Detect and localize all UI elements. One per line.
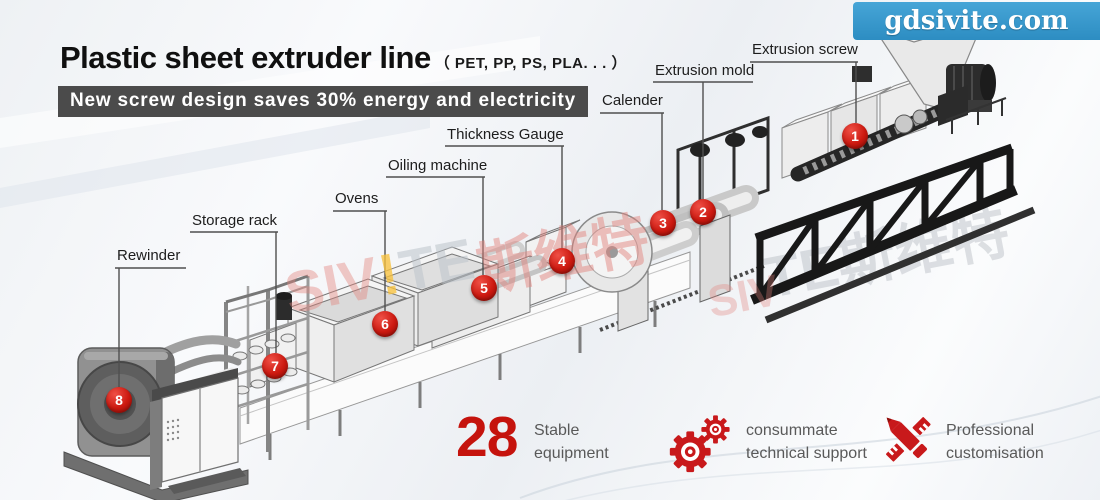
railing [945, 97, 1007, 134]
leader-lines [115, 61, 858, 387]
conveyor-base [239, 251, 765, 460]
bg-streak [0, 108, 430, 208]
marker-storage-rack: 7 [262, 353, 288, 379]
marker-extrusion-screw: 1 [842, 123, 868, 149]
swoosh-line [519, 395, 1100, 499]
page-title: Plastic sheet extruder line [60, 40, 431, 75]
marker-extrusion-mold: 2 [690, 199, 716, 225]
marker-thickness-gauge: 4 [549, 248, 575, 274]
rewinder-cabinet [150, 368, 246, 494]
label-calender: Calender [602, 92, 663, 109]
extrusion-screw-barrel [790, 85, 968, 182]
label-extrusion-screw: Extrusion screw [752, 41, 858, 58]
header: Plastic sheet extruder line（ PET, PP, PS… [60, 40, 627, 76]
label-ovens: Ovens [335, 190, 379, 207]
tagline-banner: New screw design saves 30% energy and el… [58, 86, 588, 117]
rewinder-machine [63, 335, 249, 500]
label-rewinder: Rewinder [117, 247, 181, 264]
marker-rewinder: 8 [106, 387, 132, 413]
marker-oiling-machine: 5 [471, 275, 497, 301]
swoosh-line [565, 429, 1100, 500]
extruder-machine [750, 5, 1036, 324]
site-banner[interactable]: gdsivite.com [853, 2, 1100, 40]
site-url: gdsivite.com [884, 6, 1069, 36]
rack-rollers [232, 333, 298, 395]
extruder-frame [750, 143, 1036, 324]
marker-ovens: 6 [372, 311, 398, 337]
label-storage-rack: Storage rack [192, 212, 278, 229]
materials-list: （ PET, PP, PS, PLA. . . ） [434, 55, 627, 72]
label-extrusion-mold: Extrusion mold [655, 62, 755, 79]
label-oiling-machine: Oiling machine [388, 157, 488, 174]
label-thickness-gauge: Thickness Gauge [447, 126, 564, 143]
marker-calender: 3 [650, 210, 676, 236]
vent-grid [166, 418, 180, 442]
